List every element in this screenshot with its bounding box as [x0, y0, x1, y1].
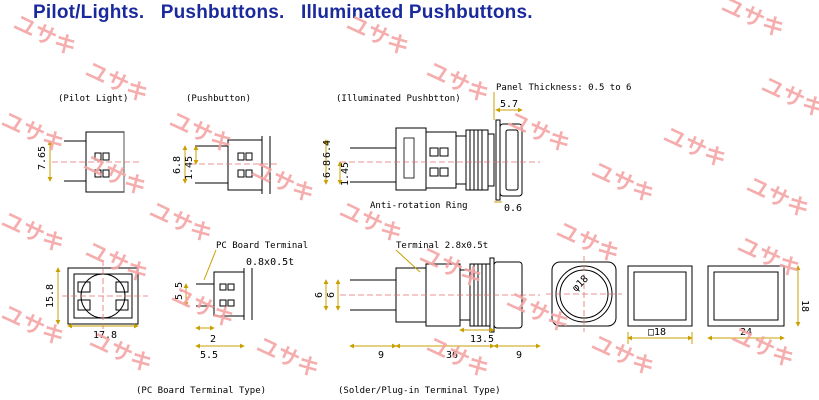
pc-board-side-drawing	[196, 268, 253, 320]
watermark-text: ユサキ	[247, 158, 317, 209]
dim-24: 24	[740, 327, 752, 338]
watermark-text: ユサキ	[552, 218, 622, 269]
dim-9-b: 9	[516, 350, 522, 361]
dim-15-8: 15.8	[45, 284, 56, 308]
dim-6-8-b: 6.8	[322, 160, 333, 178]
dim-13-5: 13.5	[470, 334, 494, 345]
watermark-text: ユサキ	[167, 283, 237, 334]
dim-5-5-h: 5.5	[200, 350, 218, 361]
label-illuminated: (Illuminated Pushbtton)	[336, 94, 461, 104]
dim-6-4: 6.4	[322, 140, 333, 158]
dim-0-6: 0.6	[504, 203, 522, 214]
front-rect-drawing	[707, 265, 785, 327]
watermark-text: ユサキ	[727, 323, 797, 374]
label-terminal: Terminal 2.8x0.5t	[396, 241, 488, 251]
watermark-text: ユサキ	[252, 333, 322, 384]
watermark-text: ユサキ	[81, 238, 151, 289]
dim-1-45: 1.45	[184, 156, 195, 180]
dim-2: 2	[210, 334, 216, 345]
dim-9-a: 9	[378, 350, 384, 361]
watermark-text: ユサキ	[165, 108, 235, 159]
dim-36: 36	[446, 350, 458, 361]
dim-6-8: 6.8	[172, 156, 183, 174]
front-square-drawing	[627, 265, 693, 327]
dim-5-7: 5.7	[500, 99, 518, 110]
label-pilot-light: (Pilot Light)	[58, 94, 128, 104]
dim-6-b: 6	[326, 292, 337, 298]
dim-5-5-v: 5.5	[174, 282, 185, 300]
watermark-text: ユサキ	[0, 108, 68, 159]
watermark-text: ユサキ	[717, 0, 787, 43]
watermark-text: ユサキ	[503, 108, 573, 159]
watermark-text: ユサキ	[9, 11, 79, 62]
watermark-text: ユサキ	[145, 198, 215, 249]
watermark-text: ユサキ	[659, 123, 729, 174]
watermark-text: ユサキ	[0, 208, 68, 259]
watermark-text: ユサキ	[742, 173, 812, 224]
dim-phi18: φ18	[570, 274, 591, 295]
watermark-text: ユサキ	[757, 73, 819, 124]
dim-1-45-b: 1.45	[340, 162, 351, 186]
dim-sq18: □18	[648, 327, 666, 338]
dim-7-65: 7.65	[37, 146, 48, 170]
watermark-text: ユサキ	[502, 288, 572, 339]
dim-18: 18	[799, 300, 810, 312]
watermark-text: ユサキ	[342, 11, 412, 62]
label-pushbutton: (Pushbutton)	[186, 94, 251, 104]
label-pc-board-type: (PC Board Terminal Type)	[136, 386, 266, 396]
label-solder-type: (Solder/Plug-in Terminal Type)	[338, 386, 501, 396]
illuminated-pushbutton-drawing	[350, 119, 523, 201]
label-anti-rotation: Anti-rotation Ring	[370, 201, 468, 211]
watermark-text: ユサキ	[733, 233, 803, 284]
label-panel-thickness: Panel Thickness: 0.5 to 6	[496, 83, 631, 93]
watermark-text: ユサキ	[79, 151, 149, 202]
pushbutton-drawing	[195, 136, 271, 194]
watermark-text: ユサキ	[85, 328, 155, 379]
watermark-text: ユサキ	[587, 158, 657, 209]
label-pc-board-terminal: PC Board Terminal	[216, 241, 308, 251]
page-title: Pilot/Lights. Pushbuttons. Illuminated P…	[33, 2, 533, 23]
dim-6-a: 6	[314, 292, 325, 298]
dim-17-8: 17.8	[93, 330, 117, 341]
dim-0-8x0-5t: 0.8x0.5t	[246, 257, 294, 268]
